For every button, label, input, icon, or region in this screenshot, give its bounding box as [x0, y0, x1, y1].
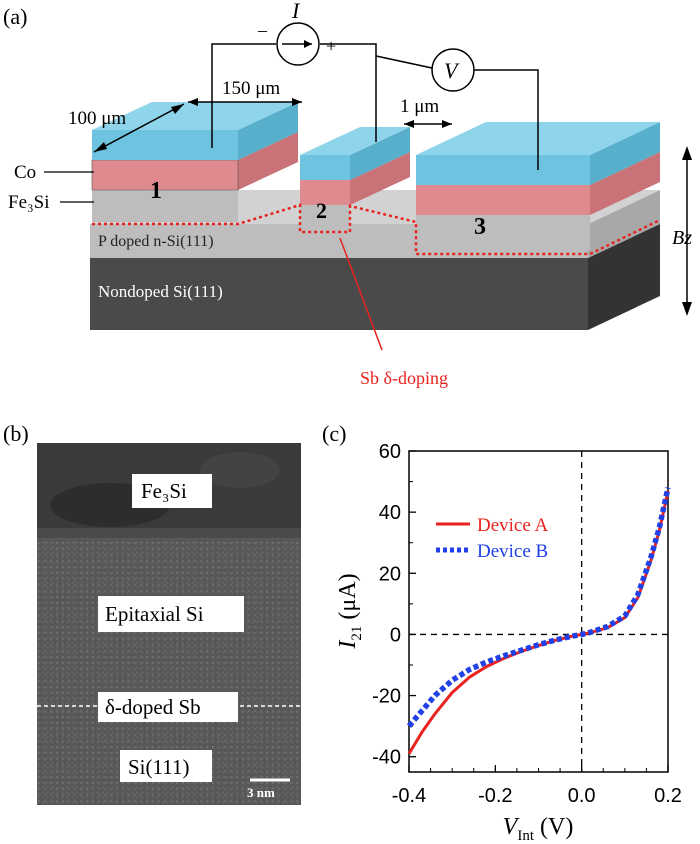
- y-tick-label: 0: [390, 624, 401, 646]
- sb-label: Sb δ-doping: [360, 368, 448, 388]
- scale-bar-label: 3 nm: [247, 785, 275, 800]
- dim-1-label: 1 μm: [400, 96, 439, 117]
- arrow-head-100-a: [94, 142, 107, 152]
- tem-delta-sb-label: δ-doped Sb: [105, 695, 201, 719]
- field-arrow-top: [682, 146, 692, 160]
- x-tick-label: 0.2: [654, 785, 682, 807]
- x-tick-label: 0.0: [568, 785, 596, 807]
- arrow-head-1-a: [404, 120, 414, 128]
- nondoped-si-label: Nondoped Si(111): [98, 282, 223, 301]
- arrow-head-100-b: [171, 104, 184, 114]
- dim-150-label: 150 μm: [222, 78, 280, 99]
- axis-ticks: -0.4 -0.2 0.0 0.2 -40 -20 0 20 40 60: [372, 441, 682, 807]
- arrow-head-150-a: [188, 98, 198, 106]
- sb-delta-line: [92, 203, 661, 256]
- co-label: Co: [14, 162, 36, 183]
- tem-substrate-label: Si(111): [128, 755, 189, 779]
- panel-c: (c) -0.4 -0.2 0.0 0.2 -40 -20 0 20 40 60 Device A…: [322, 421, 682, 844]
- doped-si-label: P doped n-Si(111): [98, 233, 214, 250]
- series-line-device-a: [407, 490, 670, 755]
- y-tick-label: 40: [379, 502, 401, 524]
- y-tick-label: -40: [372, 747, 401, 769]
- contact-3: 3: [416, 122, 660, 250]
- fe3si-box: [132, 474, 212, 508]
- contact-3-label: 3: [474, 214, 486, 240]
- y-tick-label: 60: [379, 441, 401, 463]
- y-axis-title: I21 (μA): [335, 573, 365, 649]
- panel-b-label: (b): [3, 421, 29, 446]
- doped-si-side: [588, 190, 660, 258]
- voltmeter-icon: [431, 48, 475, 92]
- field-label-text: Bz: [672, 227, 692, 249]
- tem-epitaxial-label: Epitaxial Si: [105, 602, 204, 626]
- y-tick-label: -20: [372, 686, 401, 708]
- series-layer: [406, 487, 671, 755]
- nondoped-si-side: [588, 224, 660, 330]
- zero-lines: [409, 451, 668, 772]
- field-label: Bz: [672, 227, 692, 249]
- tem-fe3si-label: Fe₃Si: [141, 479, 187, 503]
- tem-grain-2: [200, 452, 280, 488]
- x-axis-title: VInt (V): [503, 814, 574, 844]
- legend-label-a: Device A: [477, 515, 549, 536]
- nondoped-si-front: [90, 258, 588, 330]
- panel-a: (a) Nondoped Si(111) P doped n-Si(111) 1: [3, 0, 692, 388]
- contact-2-label: 2: [316, 198, 327, 223]
- y-tick-label: 20: [379, 563, 401, 585]
- minus-sign: –: [257, 20, 268, 40]
- dim-100-label: 100 μm: [68, 108, 126, 129]
- x-tick-label: -0.4: [392, 785, 426, 807]
- x-tick-label: -0.2: [478, 785, 512, 807]
- legend-label-b: Device B: [477, 541, 548, 562]
- circuit: [211, 43, 539, 170]
- panel-c-label: (c): [322, 421, 346, 446]
- arrow-head-150-b: [292, 98, 302, 106]
- plus-sign: +: [326, 36, 336, 56]
- contact-1: 1: [91, 102, 298, 222]
- voltage-symbol: V: [444, 58, 460, 83]
- sb-pointer: [339, 237, 383, 351]
- series-line-device-b: [406, 487, 671, 728]
- fe3si-label: Fe₃Si: [8, 192, 49, 213]
- current-symbol: I: [291, 0, 301, 23]
- current-arrow-head: [304, 40, 312, 48]
- delta-sb-box: [98, 692, 238, 722]
- epitaxial-box: [98, 596, 244, 632]
- arrow-head-1-b: [442, 120, 452, 128]
- legend: Device A Device B: [436, 515, 549, 562]
- field-arrow-bottom: [682, 302, 692, 316]
- tem-interface: [37, 528, 301, 538]
- contact-2: 2: [300, 127, 410, 236]
- contact-1-label: 1: [150, 178, 162, 204]
- panel-b: (b) Fe₃Si Epitaxial Si δ-doped Sb Si(111…: [3, 421, 301, 805]
- substrate-box: [120, 750, 212, 782]
- panel-a-label: (a): [3, 4, 27, 29]
